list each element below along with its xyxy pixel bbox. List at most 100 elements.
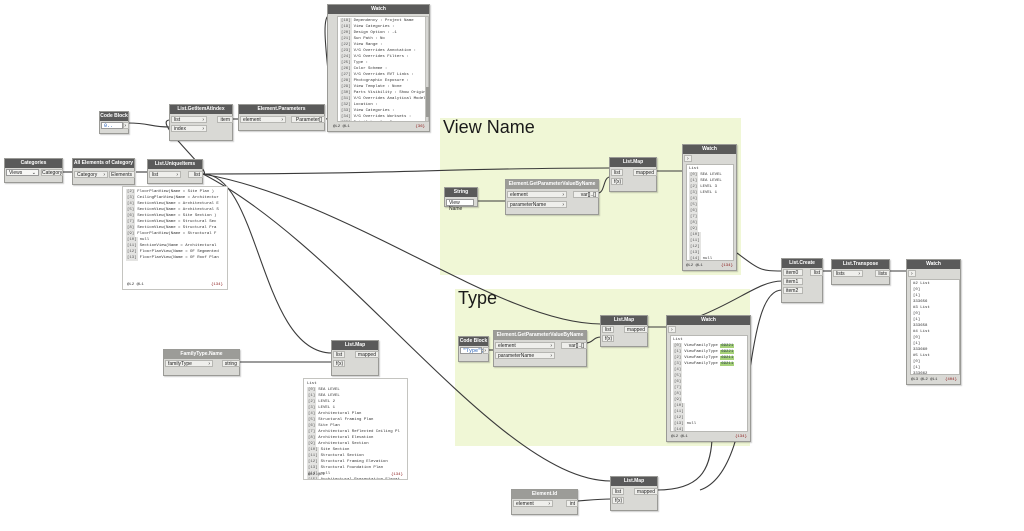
list-item: [32]Location :: [340, 102, 426, 108]
input-item1-port[interactable]: item1: [783, 278, 803, 285]
code-input[interactable]: 0..: [101, 122, 123, 129]
input-item0-port[interactable]: item0: [783, 269, 803, 276]
input-element-port[interactable]: element›: [240, 116, 286, 123]
input-element-port[interactable]: element›: [513, 500, 553, 507]
list-item: 333658: [913, 323, 957, 329]
input-category-port[interactable]: Category›: [74, 171, 108, 178]
output-category-port[interactable]: Category: [41, 169, 63, 176]
output-var-port[interactable]: var[]..[]: [573, 191, 599, 198]
input-fx-port[interactable]: f(x): [612, 497, 624, 504]
list-item: [1]: [913, 341, 957, 347]
watch-viewname-node[interactable]: Watch › List [0]SEA LEVEL[1]SEA LEVEL[2]…: [682, 144, 737, 271]
list-index: [3]: [673, 361, 683, 367]
input-list-port[interactable]: list: [612, 488, 624, 495]
input-list-port[interactable]: list›: [149, 171, 181, 178]
listmap-viewname-node[interactable]: List.Map list f(x) mapped: [609, 157, 657, 192]
output-elements-port[interactable]: Elements: [109, 171, 135, 178]
dropdown-value: Views: [9, 170, 23, 176]
input-list-port[interactable]: list›: [171, 116, 207, 123]
string-input[interactable]: View Name: [446, 199, 474, 212]
element-id-badge[interactable]: 69221: [720, 344, 735, 348]
input-port[interactable]: ›: [668, 326, 676, 333]
input-element-port[interactable]: element›: [507, 191, 567, 198]
element-id-node[interactable]: Element.Id element› int: [511, 489, 578, 515]
list-value: Structural Framing Plan: [318, 418, 374, 422]
input-list-port[interactable]: list: [602, 326, 614, 333]
node-title: All Elements of Category: [73, 159, 134, 168]
output-mapped-port[interactable]: mapped: [624, 326, 648, 333]
input-parametername-port[interactable]: parameterName›: [495, 352, 555, 359]
input-familytype-port[interactable]: familyType›: [165, 360, 213, 367]
item-count: {36}: [415, 125, 425, 129]
output-mapped-port[interactable]: mapped: [633, 169, 657, 176]
input-element-port[interactable]: element›: [495, 342, 555, 349]
watch-top-list[interactable]: [18]Dependency : Project Name[19]View Ca…: [337, 16, 429, 122]
output-port[interactable]: ›: [123, 122, 129, 129]
output-string-port[interactable]: string: [222, 360, 240, 367]
watch-type-list[interactable]: List [0]ViewFamilyType 69221[1]ViewFamil…: [670, 335, 748, 432]
node-title: Watch: [328, 5, 429, 14]
input-item2-port[interactable]: item2: [783, 287, 803, 294]
familytype-name-node[interactable]: FamilyType.Name familyType› string: [163, 349, 240, 376]
list-uniqueitems-node[interactable]: List.UniqueItems list› list: [147, 159, 203, 184]
input-port[interactable]: ›: [908, 270, 916, 277]
watch-top-scrollbar[interactable]: [425, 17, 429, 121]
watch-right-list[interactable]: #2 List[0][1]333656#3 List[0][1]333658#4…: [910, 279, 960, 375]
categories-node[interactable]: Categories Views⌄ Category: [4, 158, 63, 183]
output-list-port[interactable]: list: [810, 269, 823, 276]
getparam-type-node[interactable]: Element.GetParameterValueByName element›…: [493, 330, 587, 367]
list-create-node[interactable]: List.Create item0 item1 item2 list: [781, 258, 823, 303]
category-dropdown[interactable]: Views⌄: [6, 169, 39, 176]
list-index: [6]: [673, 379, 683, 385]
familytype-preview[interactable]: List [0]SEA LEVEL[1]SEA LEVEL[2]LEVEL 2[…: [303, 378, 408, 480]
list-transpose-node[interactable]: List.Transpose lists› lists: [831, 259, 890, 285]
input-fx-port[interactable]: f(x): [611, 178, 623, 185]
all-elements-node[interactable]: All Elements of Category Category› Eleme…: [72, 158, 135, 185]
string-node[interactable]: String View Name: [444, 187, 478, 212]
node-title: Element.GetParameterValueByName: [494, 331, 586, 340]
output-int-port[interactable]: int: [566, 500, 578, 507]
code-block-type-node[interactable]: Code Block "Type"; ›: [458, 336, 489, 362]
listmap-familytype-node[interactable]: List.Map list f(x) mapped: [331, 340, 379, 376]
item-count: {134}: [720, 264, 733, 268]
list-index: [6]: [689, 208, 699, 214]
listmap-type-node[interactable]: List.Map list f(x) mapped: [600, 315, 648, 347]
input-lists-port[interactable]: lists›: [833, 270, 863, 277]
output-mapped-port[interactable]: mapped: [634, 488, 658, 495]
code-block-node[interactable]: Code Block 0.. ›: [99, 111, 129, 134]
list-index: [25]: [340, 60, 352, 66]
uniqueitems-preview[interactable]: [2]FloorPlanView(Name = Site Plan )[3]Ce…: [122, 186, 228, 290]
list-index: [30]: [340, 90, 352, 96]
element-parameters-node[interactable]: Element.Parameters element› Parameter[]: [238, 104, 325, 131]
watch-viewname-list[interactable]: List [0]SEA LEVEL[1]SEA LEVEL[2]LEVEL 3[…: [686, 164, 734, 261]
input-list-port[interactable]: list: [333, 351, 345, 358]
list-index: [13]: [689, 250, 701, 256]
element-id-badge[interactable]: 69211: [720, 356, 735, 360]
output-var-port[interactable]: var[]..[]: [561, 342, 587, 349]
element-id-badge[interactable]: 69211: [720, 362, 735, 366]
input-list-port[interactable]: list: [611, 169, 623, 176]
output-lists-port[interactable]: lists: [875, 270, 890, 277]
port-label: mapped: [636, 489, 655, 495]
watch-right-node[interactable]: Watch › #2 List[0][1]333656#3 List[0][1]…: [906, 259, 961, 385]
input-fx-port[interactable]: f(x): [333, 360, 345, 367]
getparam-viewname-node[interactable]: Element.GetParameterValueByName element›…: [505, 179, 599, 215]
output-item-port[interactable]: item: [217, 116, 233, 123]
input-fx-port[interactable]: f(x): [602, 335, 614, 342]
list-index: [7]: [126, 219, 136, 225]
list-getitem-node[interactable]: List.GetItemAtIndex list› index› item: [169, 104, 233, 141]
listmap-id-node[interactable]: List.Map list f(x) mapped: [610, 476, 658, 511]
input-parametername-port[interactable]: parameterName›: [507, 201, 567, 208]
list-value: #2 List: [913, 282, 930, 286]
output-parameter-port[interactable]: Parameter[]: [291, 116, 325, 123]
watch-type-node[interactable]: Watch › List [0]ViewFamilyType 69221[1]V…: [666, 315, 751, 442]
input-index-port[interactable]: index›: [171, 125, 207, 132]
input-port[interactable]: ›: [684, 155, 692, 162]
element-id-badge[interactable]: 69221: [720, 350, 735, 354]
code-input[interactable]: "Type";: [460, 347, 484, 354]
list-value: SectionView(Name = Architectural: [139, 244, 217, 248]
output-port[interactable]: ›: [483, 347, 489, 354]
output-list-port[interactable]: list: [188, 171, 203, 178]
output-mapped-port[interactable]: mapped: [355, 351, 379, 358]
watch-top-node[interactable]: Watch [18]Dependency : Project Name[19]V…: [327, 4, 430, 132]
